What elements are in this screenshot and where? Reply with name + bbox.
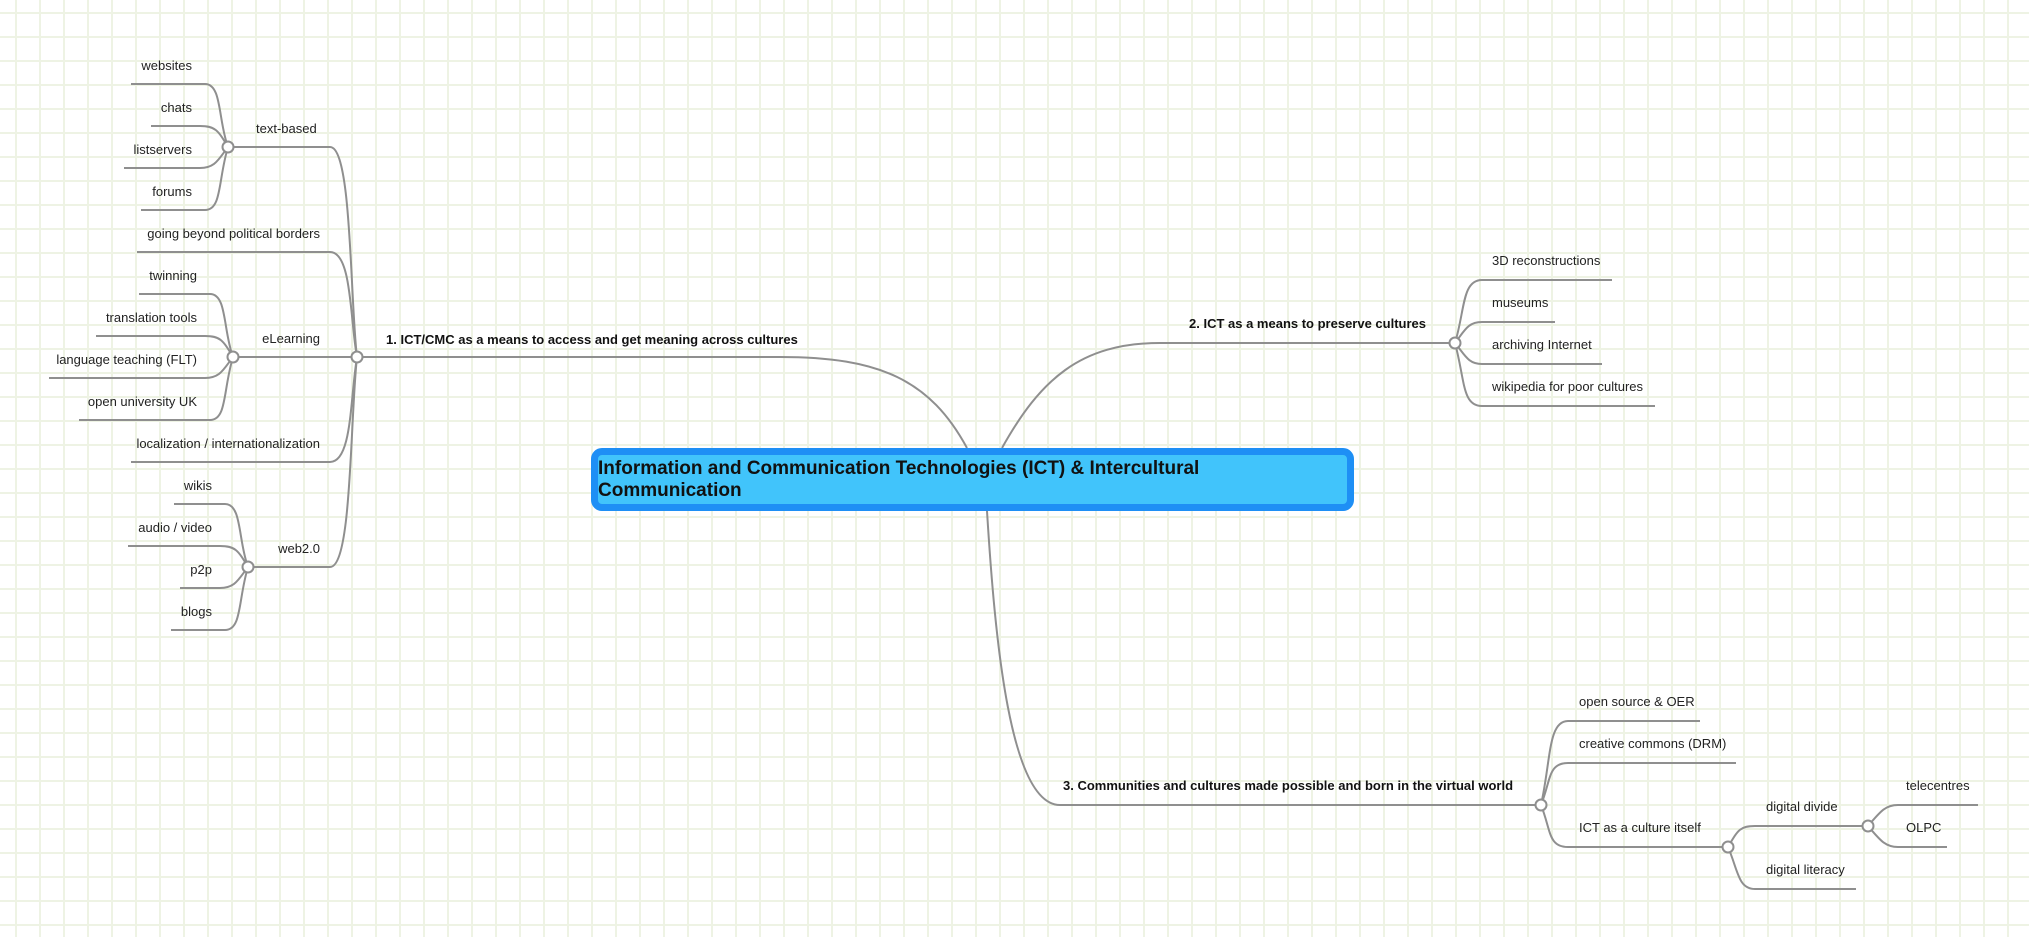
- topic-archiving-internet[interactable]: archiving Internet: [1492, 337, 1592, 352]
- topic-text-based[interactable]: text-based: [256, 121, 317, 136]
- topic-going-beyond-borders[interactable]: going beyond political borders: [147, 226, 320, 241]
- topic-3d-reconstructions[interactable]: 3D reconstructions: [1492, 253, 1601, 268]
- topic-translation-tools[interactable]: translation tools: [105, 310, 197, 325]
- branch-3-topic[interactable]: 3. Communities and cultures made possibl…: [1063, 778, 1514, 793]
- topic-p2p[interactable]: p2p: [190, 562, 212, 577]
- topic-wikipedia-poor-cultures[interactable]: wikipedia for poor cultures: [1492, 379, 1644, 394]
- topic-wikis[interactable]: wikis: [183, 478, 212, 493]
- topic-museums[interactable]: museums: [1492, 295, 1549, 310]
- central-topic[interactable]: Information and Communication Technologi…: [591, 448, 1354, 511]
- topic-telecentres[interactable]: telecentres: [1906, 778, 1970, 793]
- topic-digital-divide[interactable]: digital divide: [1766, 799, 1838, 814]
- topic-language-teaching[interactable]: language teaching (FLT): [56, 352, 197, 367]
- topic-elearning[interactable]: eLearning: [262, 331, 320, 346]
- topic-twinning[interactable]: twinning: [149, 268, 197, 283]
- topic-chats[interactable]: chats: [160, 100, 192, 115]
- topic-forums[interactable]: forums: [152, 184, 192, 199]
- topic-digital-literacy[interactable]: digital literacy: [1766, 862, 1845, 877]
- topic-creative-commons[interactable]: creative commons (DRM): [1579, 736, 1727, 751]
- branch-1-topic[interactable]: 1. ICT/CMC as a means to access and get …: [386, 332, 798, 347]
- topic-blogs[interactable]: blogs: [180, 604, 212, 619]
- topic-web20[interactable]: web2.0: [278, 541, 320, 556]
- topic-audio-video[interactable]: audio / video: [138, 520, 212, 535]
- topic-open-source-oer[interactable]: open source & OER: [1579, 694, 1695, 709]
- topic-olpc[interactable]: OLPC: [1906, 820, 1942, 835]
- topic-ict-culture-itself[interactable]: ICT as a culture itself: [1579, 820, 1701, 835]
- central-topic-label: Information and Communication Technologi…: [598, 457, 1200, 501]
- topic-listservers[interactable]: listservers: [133, 142, 192, 157]
- branch-2-topic[interactable]: 2. ICT as a means to preserve cultures: [1189, 316, 1426, 331]
- topic-websites[interactable]: websites: [141, 58, 192, 73]
- topic-open-university[interactable]: open university UK: [87, 394, 197, 409]
- topic-localization[interactable]: localization / internationalization: [136, 436, 320, 451]
